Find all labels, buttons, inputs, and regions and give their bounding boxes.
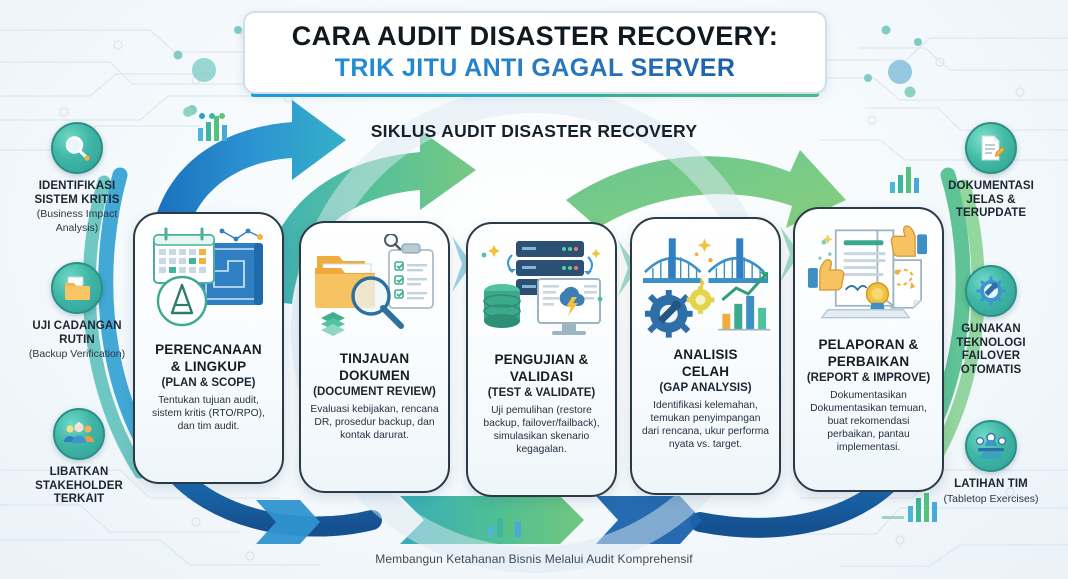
- title-underline: [251, 92, 819, 97]
- side-label-title-line1: IDENTIFIKASI: [38, 180, 116, 192]
- step-title-line2: DOKUMEN: [339, 368, 410, 384]
- side-label-title-line2: STAKEHOLDER: [35, 479, 123, 492]
- side-label-uji-cadangan-rutin: UJI CADANGAN RUTIN (Backup Verification): [2, 262, 152, 361]
- side-label-title-line4: OTOMATIS: [960, 363, 1022, 376]
- side-label-sub-line2: Analysis): [55, 221, 99, 234]
- step-subtitle: (GAP ANALYSIS): [659, 381, 752, 394]
- side-label-sub-line1: (Tabletop Exercises): [943, 492, 1039, 505]
- side-label-title-line3: TERUPDATE: [955, 207, 1027, 220]
- step-title-line1: PELAPORAN &: [818, 337, 919, 352]
- side-label-sub-line1: (Backup Verification): [28, 348, 126, 361]
- step-card-analisis-celah[interactable]: ANALISIS CELAH (GAP ANALYSIS) Identifika…: [630, 217, 781, 495]
- step-body: Identifikasi kelemahan, temukan penyimpa…: [641, 399, 770, 450]
- side-label-latihan-tim: LATIHAN TIM (Tabletop Exercises): [916, 420, 1066, 505]
- side-label-title-line1: LATIHAN TIM: [954, 478, 1028, 490]
- folder-icon: [51, 262, 103, 314]
- report-thumbsup-seal-icon: [802, 217, 935, 335]
- step-subtitle: (REPORT & IMPROVE): [806, 371, 931, 384]
- mini-bar-chart-icon-bottom-right: [882, 493, 937, 522]
- side-label-title-line2: JELAS &: [966, 193, 1016, 206]
- step-title-line2: PERBAIKAN: [827, 354, 910, 370]
- bridge-gear-chart-icon: [639, 227, 772, 345]
- side-label-title-line1: LIBATKAN: [49, 466, 109, 478]
- side-label-title-line2: SISTEM KRITIS: [34, 193, 120, 206]
- step-body: Tentukan tujuan audit, sistem kritis (RT…: [152, 394, 265, 432]
- people-group-icon: [53, 408, 105, 460]
- side-label-sub-line1: (Business Impact: [36, 208, 118, 221]
- mini-bar-chart-icon-bottom: [488, 512, 530, 537]
- step-body: Uji pemulihan (restore backup, failover/…: [483, 404, 600, 455]
- step-title-line1: TINJAUAN: [339, 351, 410, 366]
- step-card-tinjauan-dokumen[interactable]: TINJAUAN DOKUMEN (DOCUMENT REVIEW) Evalu…: [299, 221, 450, 493]
- side-label-title-line3: FAILOVER: [961, 350, 1021, 363]
- step-card-pengujian-validasi[interactable]: PENGUJIAN & VALIDASI (TEST & VALIDATE) U…: [466, 222, 617, 497]
- page-title-line1: CARA AUDIT DISASTER RECOVERY:: [291, 21, 779, 52]
- step-card-pelaporan-perbaikan[interactable]: PELAPORAN & PERBAIKAN (REPORT & IMPROVE)…: [793, 207, 944, 492]
- step-title-line2: & LINGKUP: [170, 359, 247, 375]
- folders-magnifier-checklist-icon: [308, 231, 441, 349]
- team-meeting-icon: [965, 420, 1017, 472]
- side-label-title-line1: UJI CADANGAN: [32, 320, 122, 332]
- step-title-line1: PENGUJIAN &: [494, 352, 589, 367]
- step-body: Dokumentasikan Dokumentasikan temuan, bu…: [810, 389, 927, 453]
- side-label-title-line2: TEKNOLOGI: [956, 336, 1026, 349]
- side-label-title-line1: GUNAKAN: [961, 323, 1021, 335]
- side-label-dokumentasi-jelas-terupdate: DOKUMENTASI JELAS & TERUPDATE: [916, 122, 1066, 221]
- step-title-line1: PERENCANAAN: [155, 342, 262, 357]
- step-body: Evaluasi kebijakan, rencana DR, prosedur…: [310, 403, 439, 441]
- step-subtitle: (TEST & VALIDATE): [487, 386, 596, 399]
- side-label-title-line2: RUTIN: [59, 333, 95, 346]
- calendar-blueprint-compass-icon: [142, 222, 275, 340]
- side-label-title-line3: TERKAIT: [53, 493, 105, 506]
- footer-tagline: Membangun Ketahanan Bisnis Melalui Audit…: [375, 552, 693, 566]
- step-card-perencanaan-lingkup[interactable]: PERENCANAAN & LINGKUP (PLAN & SCOPE) Ten…: [133, 212, 284, 484]
- magnifier-icon: [51, 122, 103, 174]
- title-card: CARA AUDIT DISASTER RECOVERY: TRIK JITU …: [243, 11, 827, 94]
- side-label-gunakan-teknologi-failover-otomatis: GUNAKAN TEKNOLOGI FAILOVER OTOMATIS: [916, 265, 1066, 377]
- section-title: SIKLUS AUDIT DISASTER RECOVERY: [370, 121, 698, 141]
- gear-wrench-icon: [965, 265, 1017, 317]
- step-subtitle: (DOCUMENT REVIEW): [313, 385, 436, 398]
- mini-bar-chart-icon: [198, 113, 227, 141]
- server-database-monitor-icon: [475, 232, 608, 350]
- step-title-line2: CELAH: [681, 364, 730, 380]
- side-label-identifikasi-sistem-kritis: IDENTIFIKASI SISTEM KRITIS (Business Imp…: [2, 122, 152, 234]
- step-subtitle: (PLAN & SCOPE): [161, 376, 256, 389]
- document-pencil-icon: [965, 122, 1017, 174]
- side-label-libatkan-stakeholder-terkait: LIBATKAN STAKEHOLDER TERKAIT: [4, 408, 154, 507]
- mini-bar-chart-icon-right: [890, 167, 919, 193]
- step-title-line1: ANALISIS: [673, 347, 738, 362]
- page-title-line2: TRIK JITU ANTI GAGAL SERVER: [334, 53, 736, 82]
- step-title-line2: VALIDASI: [509, 369, 574, 385]
- side-label-title-line1: DOKUMENTASI: [948, 180, 1034, 192]
